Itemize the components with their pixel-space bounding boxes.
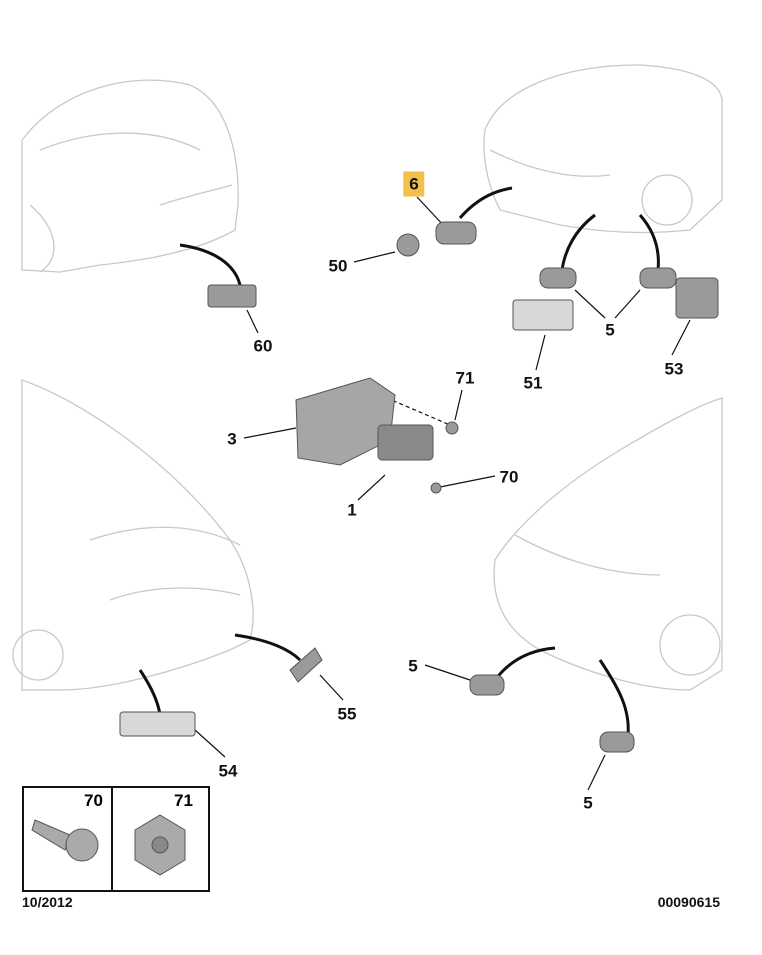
callout-53[interactable]: 53 [664, 359, 684, 379]
module-part-1 [377, 424, 434, 461]
diagram-date: 10/2012 [22, 894, 73, 910]
bracket-part-55 [289, 647, 323, 683]
callout-70[interactable]: 70 [499, 467, 519, 487]
car-front-right [483, 64, 723, 234]
callout-55[interactable]: 55 [337, 704, 357, 724]
bracket-part-60 [207, 284, 257, 308]
car-rear-left [21, 379, 254, 691]
ring-part-50 [396, 233, 420, 257]
callout-71[interactable]: 71 [455, 368, 475, 388]
screw-icon [31, 819, 71, 851]
inset-label-71: 71 [174, 791, 193, 810]
callout-50[interactable]: 50 [328, 256, 348, 276]
callout-1[interactable]: 1 [347, 500, 357, 520]
callout-6-highlighted[interactable]: 6 [403, 171, 425, 197]
car-front-left [21, 79, 239, 273]
nut-part-71 [445, 421, 459, 435]
callout-5-rear-right[interactable]: 5 [583, 793, 593, 813]
callout-3[interactable]: 3 [227, 429, 237, 449]
inset-label-70: 70 [84, 791, 103, 810]
diagram-reference: 00090615 [657, 894, 720, 910]
bracket-part-53 [675, 277, 719, 319]
sensor-part-6 [435, 221, 477, 245]
screw-part-70 [430, 482, 442, 494]
fastener-inset: 70 71 [22, 786, 210, 892]
callout-60[interactable]: 60 [253, 336, 273, 356]
callout-5[interactable]: 5 [605, 320, 615, 340]
bracket-part-54 [119, 711, 196, 737]
callout-51[interactable]: 51 [523, 373, 543, 393]
sensor-part-5a [539, 267, 577, 289]
sensor-part-5d [599, 731, 635, 753]
sensor-part-5c [469, 674, 505, 696]
callout-54[interactable]: 54 [218, 761, 238, 781]
sensor-part-5b [639, 267, 677, 289]
callout-5-rear[interactable]: 5 [408, 656, 418, 676]
bracket-part-51 [512, 299, 574, 331]
inset-divider [111, 788, 113, 890]
car-rear-right [493, 397, 723, 691]
